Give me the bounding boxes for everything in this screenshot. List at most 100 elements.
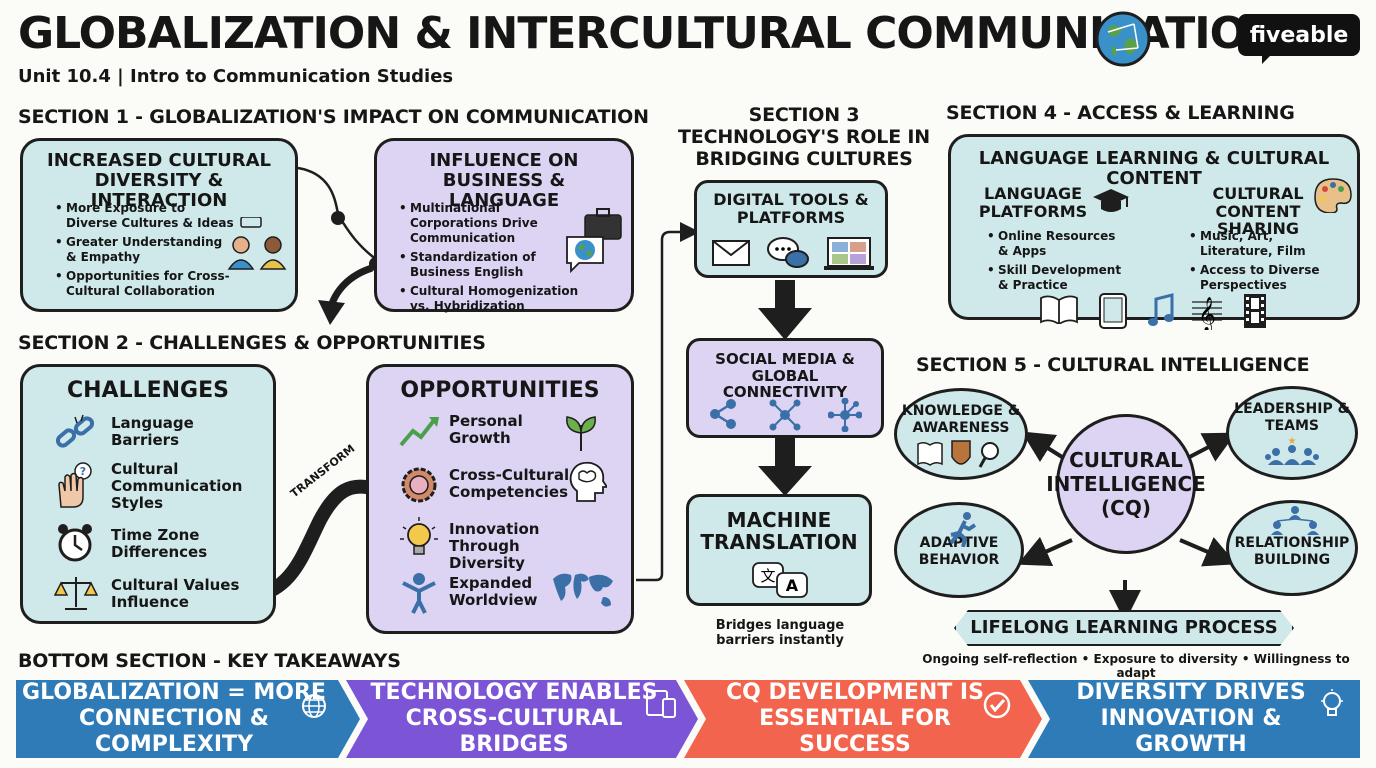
svg-text:A: A (786, 576, 799, 595)
list-item: More Exposure to Diverse Cultures & Idea… (55, 201, 235, 231)
node-label: LEADERSHIP & TEAMS (1234, 401, 1350, 434)
node-label: KNOWLEDGE & AWARENESS (901, 403, 1021, 436)
network-people-icon (1271, 506, 1319, 535)
language-platforms-title: LANGUAGE PLATFORMS (978, 184, 1088, 221)
devices-icon (644, 688, 678, 720)
broken-link-icon (53, 413, 97, 453)
share-icon (705, 397, 741, 431)
team-icon: ★ (1265, 436, 1319, 465)
card-language-learning: LANGUAGE LEARNING & CULTURAL CONTENT LAN… (948, 134, 1360, 330)
opportunity-label: Cross-Cultural Competencies (449, 466, 570, 501)
svg-text:文: 文 (760, 567, 775, 585)
translation-caption: Bridges language barriers instantly (715, 618, 845, 648)
node-leadership: LEADERSHIP & TEAMS ★ (1226, 386, 1358, 480)
list-item: Music, Art, Literature, Film (1189, 229, 1349, 259)
card-title: INFLUENCE ON BUSINESS & LANGUAGE (429, 150, 579, 211)
challenge-label: Cultural Values Influence (111, 576, 240, 611)
mail-icon (709, 237, 753, 269)
list-item: Multinational Corporations Drive Communi… (399, 201, 579, 246)
node-relationship: RELATIONSHIP BUILDING (1226, 500, 1358, 596)
section4-heading: SECTION 4 - ACCESS & LEARNING (946, 102, 1295, 124)
briefcase-icon (583, 207, 623, 241)
card-title: LANGUAGE LEARNING & CULTURAL CONTENT (978, 148, 1330, 189)
globe-chat-icon (563, 233, 607, 275)
open-book-icon (1037, 291, 1081, 327)
card-business-language: INFLUENCE ON BUSINESS & LANGUAGE Multina… (374, 138, 634, 314)
hand-question-icon: ? (53, 461, 97, 511)
opportunity-label: Expanded Worldview (449, 574, 538, 609)
card-digital-tools: DIGITAL TOOLS & PLATFORMS (694, 180, 888, 278)
card-social-media: SOCIAL MEDIA & GLOBAL CONNECTIVITY (686, 338, 884, 438)
cq-center: CULTURAL INTELLIGENCE (CQ) (1046, 414, 1206, 554)
head-brain-icon (567, 459, 607, 503)
card-title: OPPORTUNITIES (400, 378, 600, 403)
globe-icon (300, 692, 328, 720)
section3-heading: SECTION 3 TECHNOLOGY'S ROLE IN BRIDGING … (678, 104, 930, 170)
takeaway-text: GLOBALIZATION = MORE CONNECTION & COMPLE… (22, 680, 326, 757)
takeaway-text: CQ DEVELOPMENT IS ESSENTIAL FOR SUCCESS (726, 680, 984, 757)
challenge-label: Cultural Communication Styles (111, 460, 243, 512)
checkmark-circle-icon (982, 690, 1012, 720)
section2-heading: SECTION 2 - CHALLENGES & OPPORTUNITIES (18, 332, 486, 354)
person-arms-up-icon (399, 571, 439, 615)
scales-icon (53, 573, 99, 613)
brain-gear-icon (397, 463, 441, 507)
lifelong-learning-banner: LIFELONG LEARNING PROCESS (954, 610, 1294, 646)
cq-center-label: CULTURAL INTELLIGENCE (CQ) (1046, 448, 1206, 520)
world-map-icon (549, 567, 617, 615)
chat-bubbles-icon (765, 235, 811, 271)
list-item: Online Resources & Apps (987, 229, 1127, 259)
section5-heading: SECTION 5 - CULTURAL INTELLIGENCE (916, 354, 1310, 376)
takeaway-banner-4: DIVERSITY DRIVES INNOVATION & GROWTH (1028, 680, 1360, 758)
node-adaptive: ADAPTIVE BEHAVIOR (894, 502, 1024, 598)
list-item: Greater Understanding & Empathy (55, 235, 235, 265)
network-icon (767, 397, 803, 433)
card-opportunities: OPPORTUNITIES Personal Growth Cross-Cult… (366, 364, 634, 634)
node-label: ADAPTIVE BEHAVIOR (918, 535, 1000, 568)
fiveable-logo[interactable]: fiveable (1238, 14, 1360, 56)
takeaways-heading: BOTTOM SECTION - KEY TAKEAWAYS (18, 650, 401, 672)
page-title: GLOBALIZATION & INTERCULTURAL COMMUNICAT… (18, 8, 1283, 59)
card-challenges: CHALLENGES Language Barriers ? Cultural … (20, 364, 276, 624)
globe-icon (1094, 10, 1152, 68)
list-item: Skill Development & Practice (987, 263, 1127, 293)
runner-icon (949, 512, 977, 547)
people-icon (223, 217, 293, 277)
logo-tail (1262, 54, 1272, 64)
lightbulb-icon (397, 515, 441, 563)
lightbulb-icon (1318, 688, 1346, 722)
svg-text:★: ★ (1288, 436, 1297, 447)
film-strip-icon (1237, 291, 1273, 331)
card-title: CHALLENGES (67, 378, 229, 403)
challenge-label: Language Barriers (111, 414, 194, 449)
lifelong-label: LIFELONG LEARNING PROCESS (970, 617, 1278, 639)
sprout-icon (561, 411, 601, 453)
svg-text:𝄞: 𝄞 (1198, 297, 1216, 330)
list-item: Cultural Homogenization vs. Hybridizatio… (399, 284, 579, 314)
paint-palette-icon (1313, 177, 1353, 213)
music-note-icon (1143, 291, 1179, 331)
takeaway-banner-2: TECHNOLOGY ENABLES CROSS-CULTURAL BRIDGE… (346, 680, 698, 758)
graduation-cap-icon (1091, 187, 1131, 217)
node-label: RELATIONSHIP BUILDING (1234, 535, 1350, 568)
section1-heading: SECTION 1 - GLOBALIZATION'S IMPACT ON CO… (18, 106, 649, 128)
list-item: Access to Diverse Perspectives (1189, 263, 1349, 293)
challenge-label: Time Zone Differences (111, 526, 208, 561)
svg-text:?: ? (80, 465, 86, 478)
card-title: DIGITAL TOOLS & PLATFORMS (713, 190, 869, 227)
takeaway-text: DIVERSITY DRIVES INNOVATION & GROWTH (1076, 680, 1306, 757)
lifelong-caption: Ongoing self-reflection • Exposure to di… (922, 652, 1350, 680)
takeaway-banner-1: GLOBALIZATION = MORE CONNECTION & COMPLE… (16, 680, 360, 758)
card-title: SOCIAL MEDIA & GLOBAL CONNECTIVITY (715, 350, 855, 401)
opportunity-label: Personal Growth (449, 412, 523, 447)
treble-clef-icon: 𝄞 (1189, 291, 1225, 331)
tablet-icon (1095, 291, 1131, 331)
opportunity-label: Innovation Through Diversity (449, 520, 540, 572)
takeaway-banner-3: CQ DEVELOPMENT IS ESSENTIAL FOR SUCCESS (684, 680, 1042, 758)
card-title: MACHINE TRANSLATION (700, 508, 858, 554)
alarm-clock-icon (55, 521, 95, 565)
network-icon (827, 397, 863, 433)
page-subtitle: Unit 10.4 | Intro to Communication Studi… (18, 66, 454, 87)
